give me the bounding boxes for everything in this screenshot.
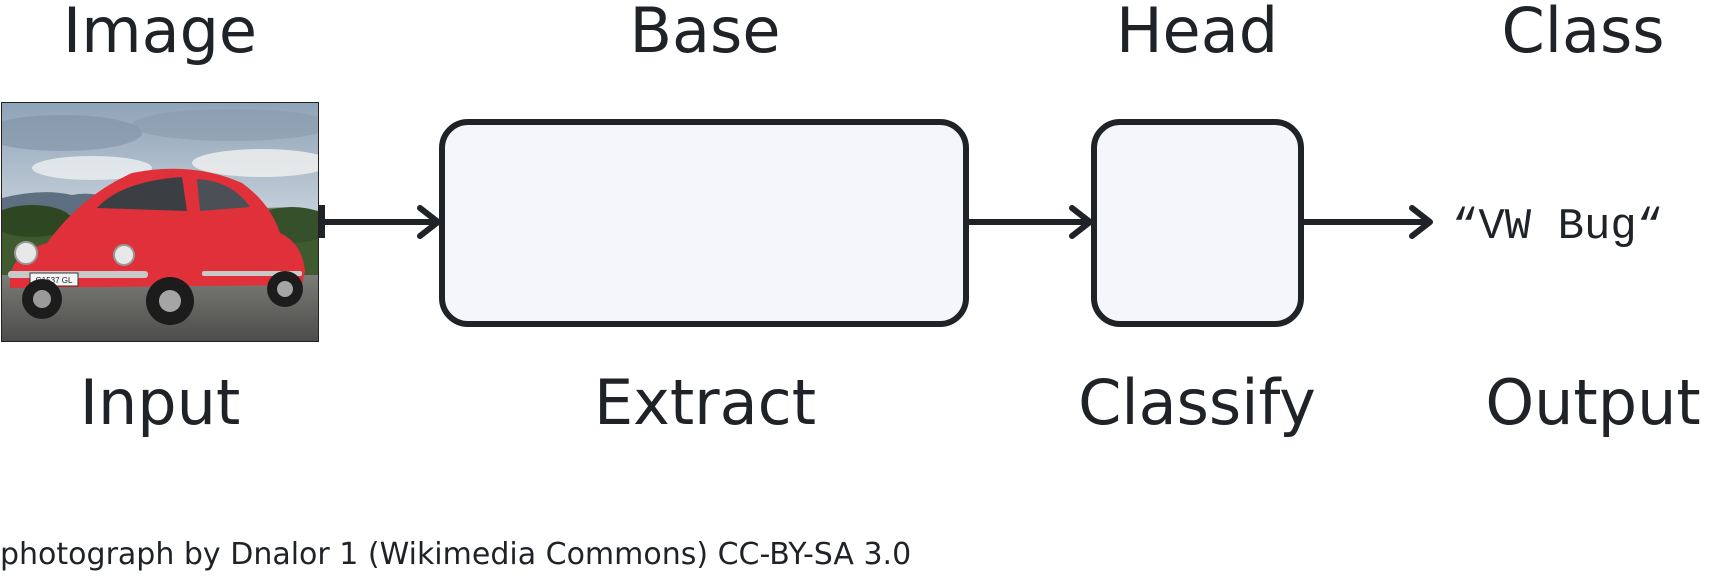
license-plate-text: G1537 GL	[36, 276, 73, 285]
arrow-base-to-head	[966, 205, 1093, 239]
label-class: Class	[1501, 0, 1665, 67]
arrow-input-to-base	[319, 205, 441, 239]
output-class-value: “VW Bug“	[1452, 202, 1664, 252]
label-classify: Classify	[1078, 366, 1316, 439]
photo-credit: photograph by Dnalor 1 (Wikimedia Common…	[0, 537, 912, 572]
label-base: Base	[629, 0, 781, 67]
car-photo-illustration: G1537 GL	[2, 103, 318, 341]
label-image: Image	[62, 0, 258, 67]
label-head: Head	[1115, 0, 1279, 67]
car-photo: G1537 GL	[1, 102, 319, 342]
head-box	[1091, 119, 1304, 327]
label-input: Input	[79, 366, 241, 439]
arrow-head-to-output	[1301, 205, 1433, 239]
label-extract: Extract	[593, 366, 817, 439]
label-output: Output	[1485, 366, 1701, 439]
base-box	[439, 119, 969, 327]
